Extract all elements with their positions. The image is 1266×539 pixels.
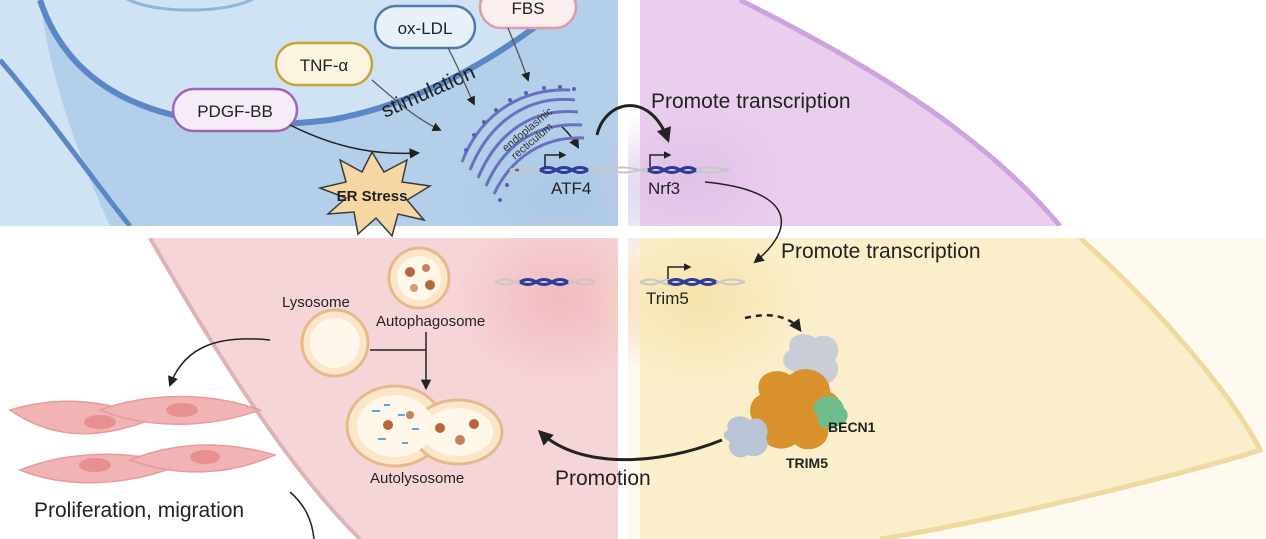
proliferation-label: Proliferation, migration — [34, 499, 244, 522]
protein-gray-bottom — [723, 416, 768, 458]
fbs-label: FBS — [511, 0, 544, 18]
protein-becn1 — [813, 395, 848, 429]
cell-outline-bottom-right — [879, 236, 1264, 539]
trim5-gene-label: Trim5 — [646, 289, 689, 308]
protein-complex — [723, 334, 848, 458]
er-stress-burst: ER Stress — [317, 150, 433, 238]
arrow-ox-ldl — [447, 47, 475, 106]
fbs-pill: FBS — [478, 0, 578, 30]
dna-top — [509, 151, 731, 174]
tnf-pill: TNF-α — [274, 41, 374, 87]
arrow-fbs — [507, 27, 531, 82]
er-ribosomes — [464, 85, 576, 202]
promote-transcription-1: Promote transcription — [651, 90, 851, 113]
separator-vertical — [618, 0, 628, 539]
autophagosome-label: Autophagosome — [376, 313, 485, 330]
promotion-label: Promotion — [555, 467, 651, 490]
cell-outline-left — [0, 58, 132, 228]
cell-outline-top-right — [738, 0, 1062, 228]
endoplasmic-reticulum — [460, 88, 585, 195]
arrow-pdgf — [289, 124, 421, 159]
atf4-label: ATF4 — [551, 179, 591, 198]
autophagosome — [387, 246, 451, 310]
autolysosome-label: Autolysosome — [370, 470, 464, 487]
arrow-tnf — [371, 79, 442, 131]
arrow-translation-dashed — [744, 314, 802, 333]
autolysosome — [345, 384, 504, 468]
trim5-protein-label: TRIM5 — [786, 455, 828, 471]
promote-transcription-2: Promote transcription — [781, 240, 981, 263]
tnf-label: TNF-α — [300, 56, 349, 75]
separator-horizontal — [0, 226, 1266, 238]
arrow-nrf3-to-trim5 — [704, 181, 783, 264]
protein-trim5 — [750, 369, 843, 450]
arrow-to-proliferation — [168, 338, 271, 387]
dna-bottom — [494, 263, 746, 286]
cell-top-arc — [126, 0, 254, 12]
nrf3-label: Nrf3 — [648, 179, 680, 198]
cell-membrane-line-top-left — [37, 0, 572, 128]
ox-ldl-pill: ox-LDL — [373, 4, 477, 50]
proliferation-arc — [289, 491, 315, 539]
er-stress-label: ER Stress — [337, 188, 408, 205]
ox-ldl-label: ox-LDL — [398, 19, 453, 38]
arrow-atf4-to-nrf3 — [595, 104, 671, 143]
pdgf-label: PDGF-BB — [197, 102, 273, 121]
smooth-muscle-cells — [8, 395, 278, 484]
nucleus-top-right — [590, 100, 790, 260]
becn1-label: BECN1 — [828, 419, 876, 435]
lysosome-label: Lysosome — [282, 294, 350, 311]
lysosome — [300, 308, 370, 378]
arrow-promotion — [537, 429, 723, 462]
pdgf-pill: PDGF-BB — [171, 87, 299, 133]
